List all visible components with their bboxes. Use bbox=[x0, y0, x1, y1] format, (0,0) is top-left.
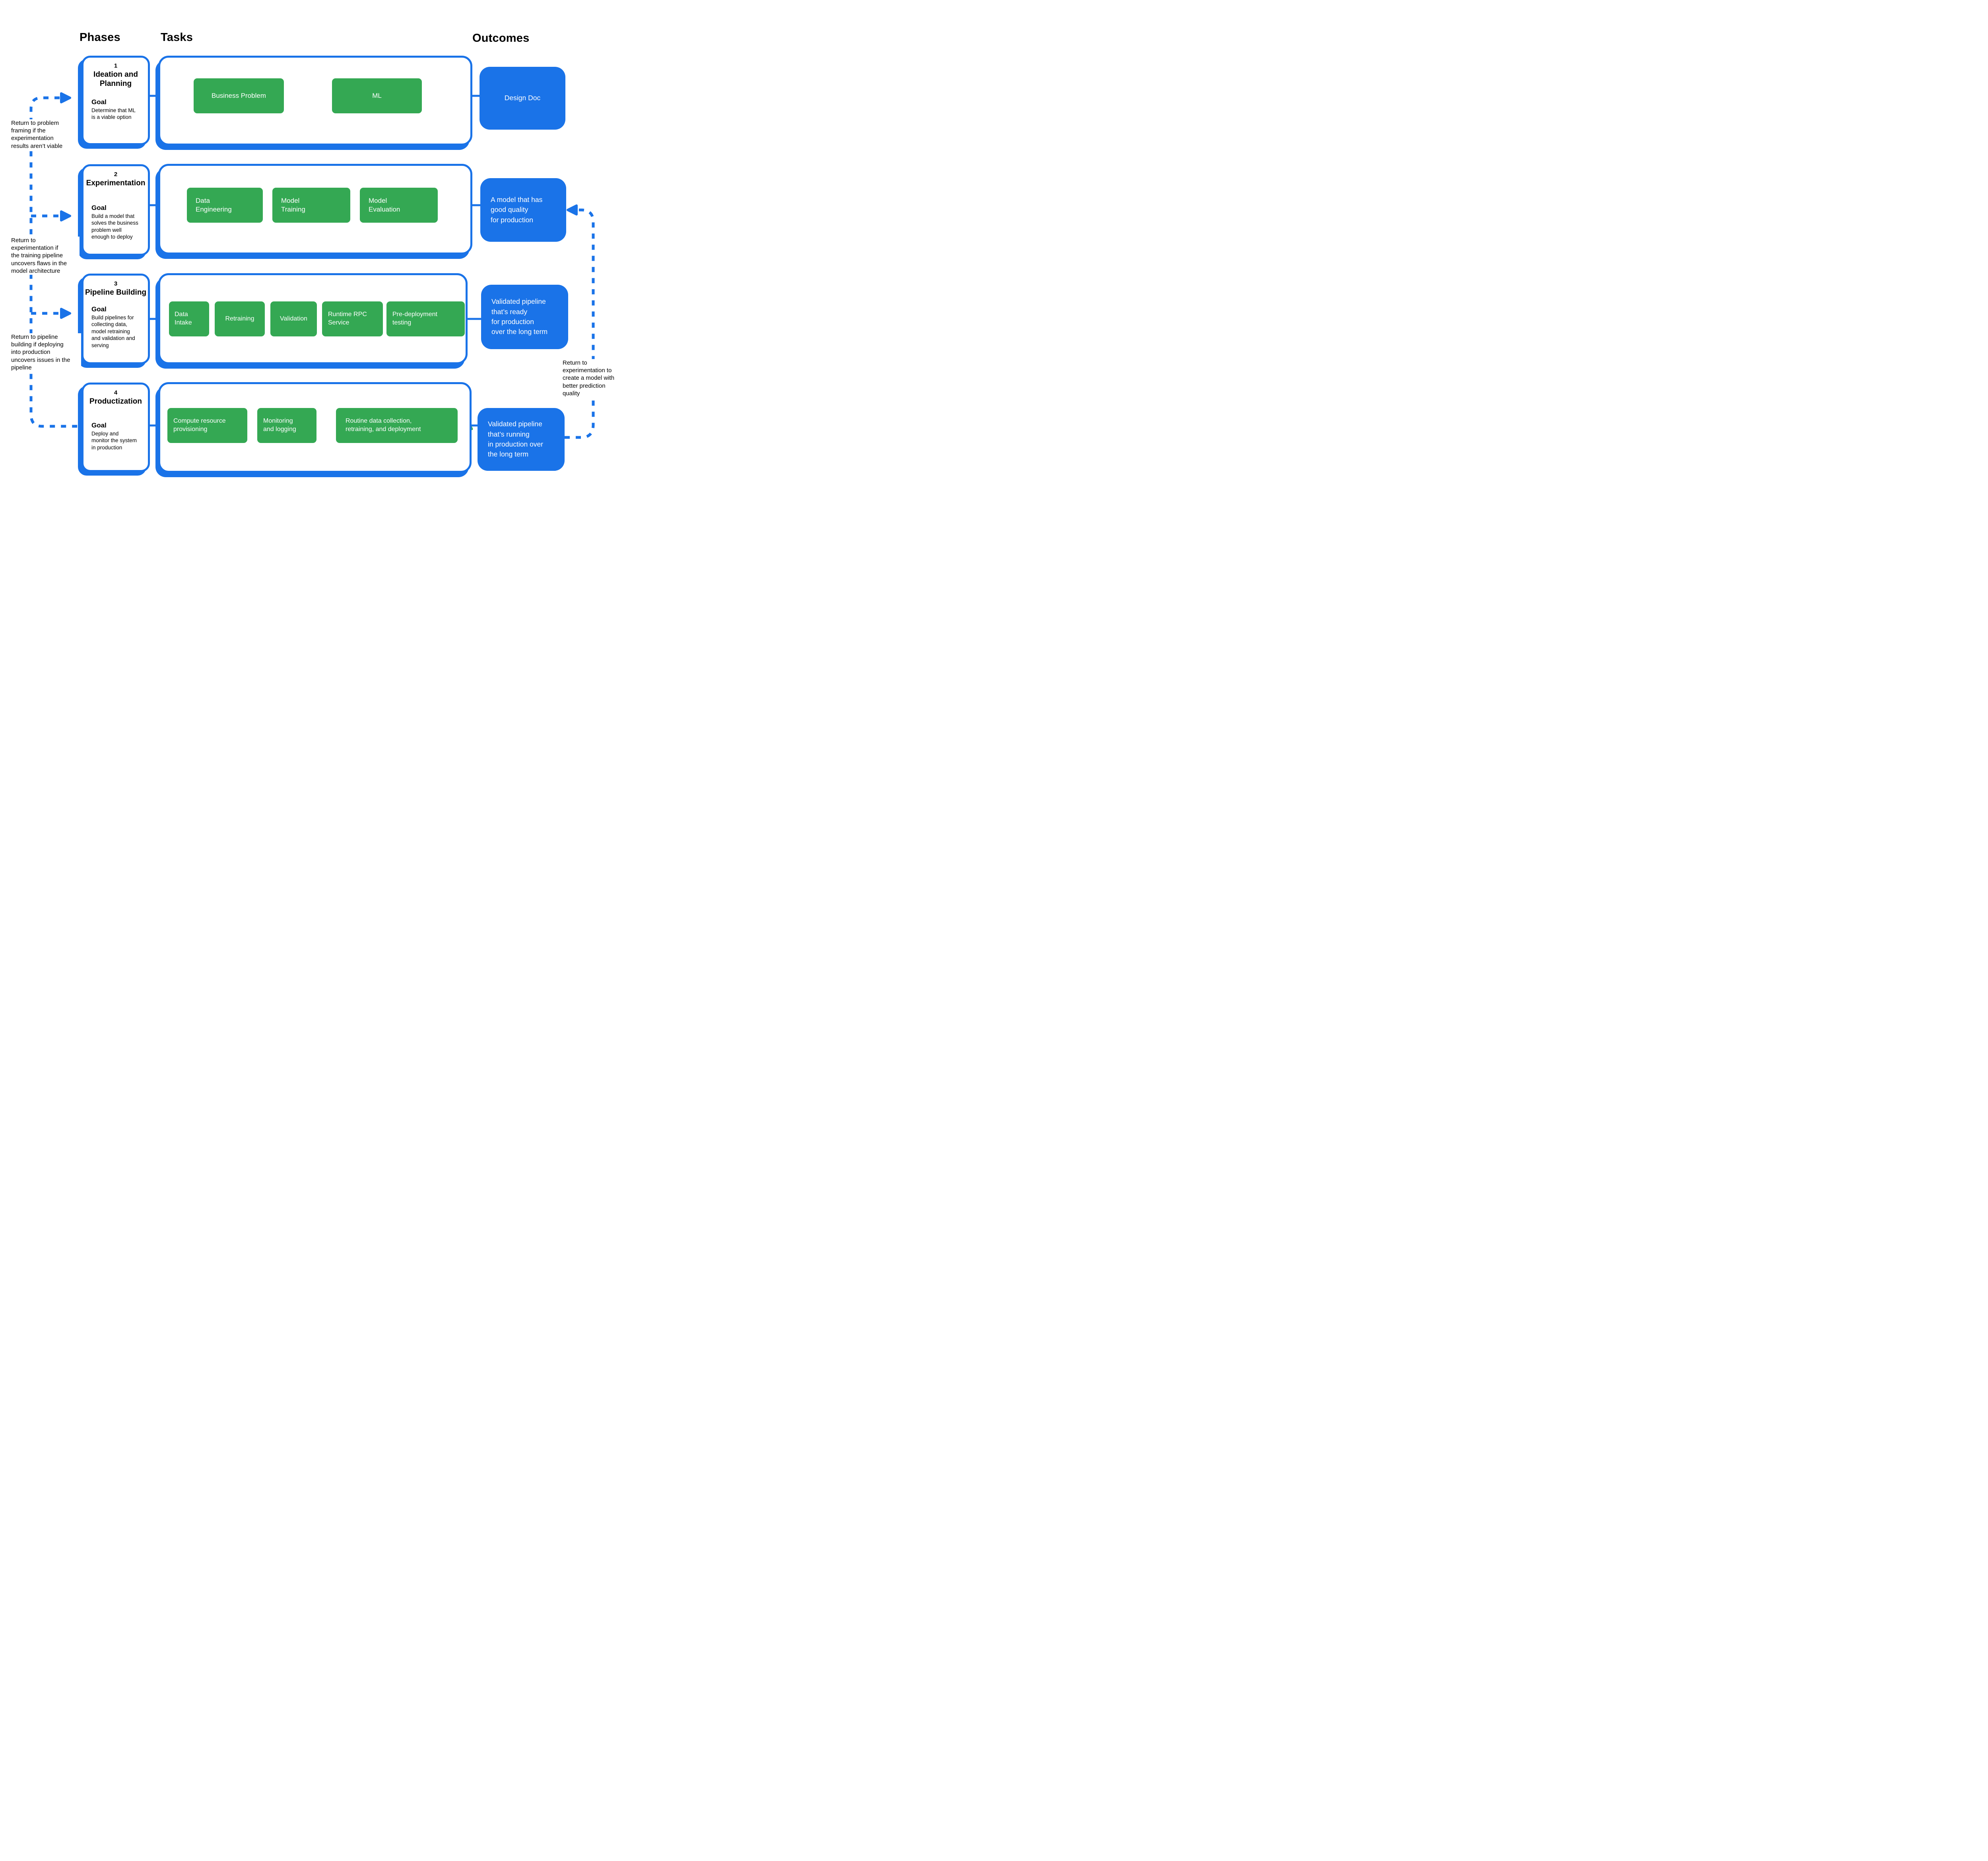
outcome-box-design-doc: Design Doc bbox=[480, 67, 565, 130]
feedback-arrow-icon bbox=[567, 204, 578, 216]
task-box-model-training: Model Training bbox=[272, 188, 350, 223]
phase-title: Pipeline Building bbox=[85, 288, 147, 297]
phase-title: Experimentation bbox=[86, 179, 146, 187]
task-box-ml: ML bbox=[332, 78, 422, 113]
task-box-compute-resource-provisioning: Compute resource provisioning bbox=[167, 408, 247, 443]
goal-text: Determine that ML is a viable option bbox=[91, 107, 136, 120]
phase-card-ideation: 1 Ideation and Planning Goal Determine t… bbox=[82, 56, 150, 145]
feedback-note-return-to-problem-framing: Return to problem framing if the experim… bbox=[11, 119, 71, 150]
outcome-box-validated-pipeline-running: Validated pipeline that’s running in pro… bbox=[478, 408, 565, 471]
goal-text: Build pipelines for collecting data, mod… bbox=[91, 314, 135, 348]
feedback-dashed-line bbox=[565, 208, 595, 439]
task-box-runtime-rpc-service: Runtime RPC Service bbox=[322, 301, 383, 336]
task-box-data-intake: Data Intake bbox=[169, 301, 209, 336]
feedback-arrow-icon bbox=[60, 92, 71, 103]
phase-card-pipeline-building: 3 Pipeline Building Goal Build pipelines… bbox=[82, 274, 150, 364]
feedback-note-return-to-experimentation-prediction-quality: Return to experimentation to create a mo… bbox=[563, 359, 622, 397]
phase-card-productization: 4 Productization Goal Deploy and monitor… bbox=[82, 383, 150, 472]
goal-label: Goal bbox=[91, 421, 107, 429]
goal-text: Deploy and monitor the system in product… bbox=[91, 430, 137, 451]
phase-number: 1 bbox=[114, 62, 118, 69]
goal-label: Goal bbox=[91, 98, 107, 106]
phase-number: 2 bbox=[114, 171, 118, 178]
task-box-pre-deployment-testing: Pre-deployment testing bbox=[386, 301, 465, 336]
task-box-routine-data-collection: Routine data collection, retraining, and… bbox=[336, 408, 458, 443]
task-box-data-engineering: Data Engineering bbox=[187, 188, 263, 223]
phase-title: Productization bbox=[89, 397, 142, 406]
goal-label: Goal bbox=[91, 305, 107, 313]
outcome-box-quality-model: A model that has good quality for produc… bbox=[480, 178, 566, 242]
goal-label: Goal bbox=[91, 204, 107, 212]
ml-workflow-diagram: Phases Tasks Outcomes 1 Ideation and Pla… bbox=[0, 0, 623, 514]
phase-title: Ideation and Planning bbox=[93, 70, 138, 88]
goal-text: Build a model that solves the business p… bbox=[91, 213, 138, 240]
feedback-note-return-to-experimentation: Return to experimentation if the trainin… bbox=[11, 237, 80, 275]
tasks-column-header: Tasks bbox=[161, 31, 193, 44]
phase-number: 4 bbox=[114, 389, 118, 396]
task-box-business-problem: Business Problem bbox=[194, 78, 284, 113]
feedback-note-return-to-pipeline-building: Return to pipeline building if deploying… bbox=[11, 333, 81, 371]
feedback-arrow-icon bbox=[60, 308, 71, 319]
task-box-model-evaluation: Model Evaluation bbox=[360, 188, 438, 223]
task-box-validation: Validation bbox=[270, 301, 317, 336]
right-feedback-path bbox=[565, 208, 595, 439]
task-box-retraining: Retraining bbox=[215, 301, 265, 336]
phases-column-header: Phases bbox=[80, 31, 120, 44]
task-box-monitoring-and-logging: Monitoring and logging bbox=[257, 408, 316, 443]
phase-number: 3 bbox=[114, 280, 118, 287]
outcome-box-validated-pipeline-ready: Validated pipeline that’s ready for prod… bbox=[481, 285, 568, 349]
right-feedback-arrowhead bbox=[567, 204, 578, 216]
phase-card-experimentation: 2 Experimentation Goal Build a model tha… bbox=[82, 164, 150, 256]
outcomes-column-header: Outcomes bbox=[472, 32, 530, 45]
feedback-arrow-icon bbox=[60, 210, 71, 221]
